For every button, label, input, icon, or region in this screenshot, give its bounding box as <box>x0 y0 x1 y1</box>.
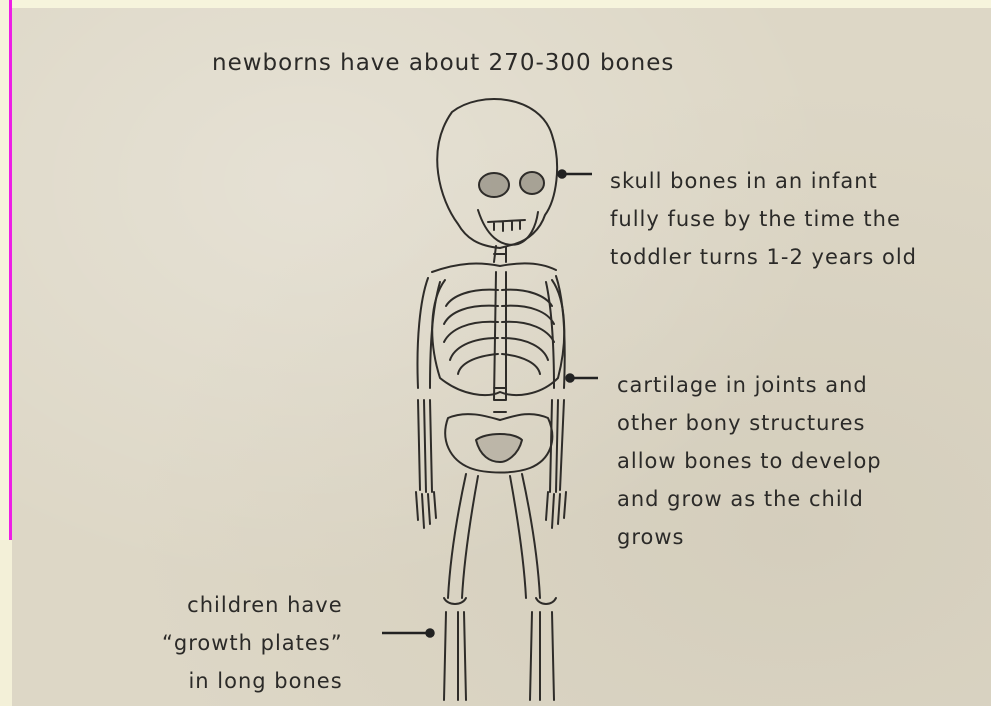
left-hand <box>416 492 436 528</box>
right-knee <box>536 598 556 604</box>
cartilage-annotation-line: other bony structures <box>617 404 882 442</box>
growth-plates-annotation: children have “growth plates” in long bo… <box>162 586 343 700</box>
growth-plates-annotation-line: children have <box>162 586 343 624</box>
right-hand <box>546 492 566 528</box>
diagram-canvas: newborns have about 270-300 bones <box>12 8 991 706</box>
left-femur <box>448 474 478 598</box>
skull-annotation: skull bones in an infant fully fuse by t… <box>610 162 917 276</box>
pointer-dot-skull <box>559 171 566 178</box>
growth-plates-annotation-line: in long bones <box>162 662 343 700</box>
growth-plates-annotation-line: “growth plates” <box>162 624 343 662</box>
skull-annotation-line: skull bones in an infant <box>610 162 917 200</box>
cartilage-annotation-line: and grow as the child <box>617 480 882 518</box>
right-forearm <box>550 400 564 492</box>
ribs-left <box>444 290 498 374</box>
pelvis-inner <box>476 434 522 462</box>
skull-teeth <box>488 220 525 231</box>
pointer-dot-growth-plates <box>427 630 434 637</box>
right-femur <box>510 474 540 598</box>
right-tibia <box>530 612 554 700</box>
right-humerus <box>546 276 565 388</box>
cartilage-annotation-line: allow bones to develop <box>617 442 882 480</box>
top-frame-strip <box>0 0 991 8</box>
left-humerus <box>417 278 440 388</box>
right-eye-socket <box>520 172 544 194</box>
ribs-right <box>502 290 554 374</box>
left-tibia <box>444 612 466 700</box>
skull-jaw <box>478 210 538 245</box>
cartilage-annotation: cartilage in joints and other bony struc… <box>617 366 882 556</box>
clavicles <box>432 263 556 272</box>
left-knee <box>444 598 466 604</box>
skeleton-illustration <box>12 8 991 706</box>
cartilage-annotation-line: cartilage in joints and <box>617 366 882 404</box>
skull-annotation-line: toddler turns 1-2 years old <box>610 238 917 276</box>
cartilage-annotation-line: grows <box>617 518 882 556</box>
skull-annotation-line: fully fuse by the time the <box>610 200 917 238</box>
left-eye-socket <box>479 173 509 197</box>
left-frame-border <box>0 0 12 540</box>
pointer-dot-cartilage <box>567 375 574 382</box>
left-forearm <box>418 400 432 492</box>
